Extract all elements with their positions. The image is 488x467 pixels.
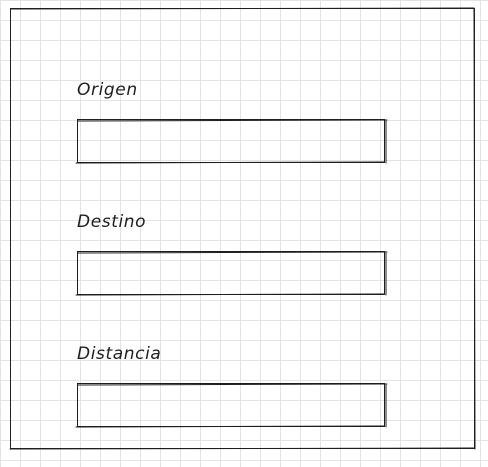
destino-input[interactable]: [77, 251, 385, 295]
destino-label: Destino: [77, 212, 147, 232]
distancia-label: Distancia: [77, 344, 162, 364]
origen-input[interactable]: [77, 119, 385, 163]
distancia-input[interactable]: [77, 383, 385, 427]
origen-label: Origen: [77, 80, 138, 100]
